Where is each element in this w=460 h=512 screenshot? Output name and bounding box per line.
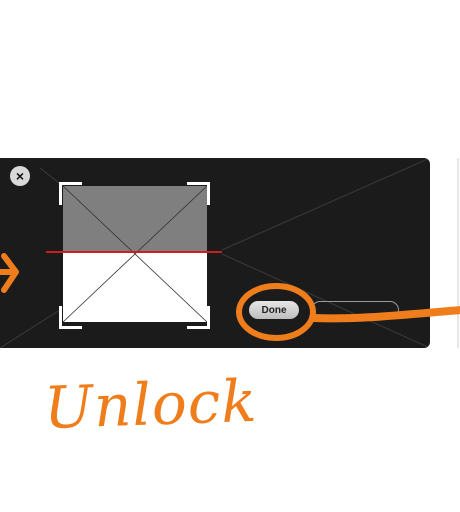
secondary-button[interactable]	[311, 301, 399, 319]
crop-handle-bottom-right[interactable]	[187, 306, 210, 329]
corner-button[interactable]	[374, 168, 410, 184]
crop-diagonals	[63, 186, 207, 322]
crop-handle-top-left[interactable]	[59, 182, 82, 205]
crop-top-region	[63, 186, 207, 252]
crop-handle-bottom-left[interactable]	[59, 306, 82, 329]
done-button[interactable]: Done	[249, 301, 299, 319]
crop-bottom-region	[63, 252, 207, 322]
annotation-unlock-label: Unlock	[42, 366, 259, 443]
close-icon: ×	[15, 168, 25, 184]
split-guide-line[interactable]	[46, 251, 222, 253]
adjacent-panel-edge	[457, 158, 459, 348]
close-button[interactable]: ×	[10, 166, 30, 186]
crop-handle-top-right[interactable]	[187, 182, 210, 205]
crop-preview[interactable]	[63, 186, 207, 322]
